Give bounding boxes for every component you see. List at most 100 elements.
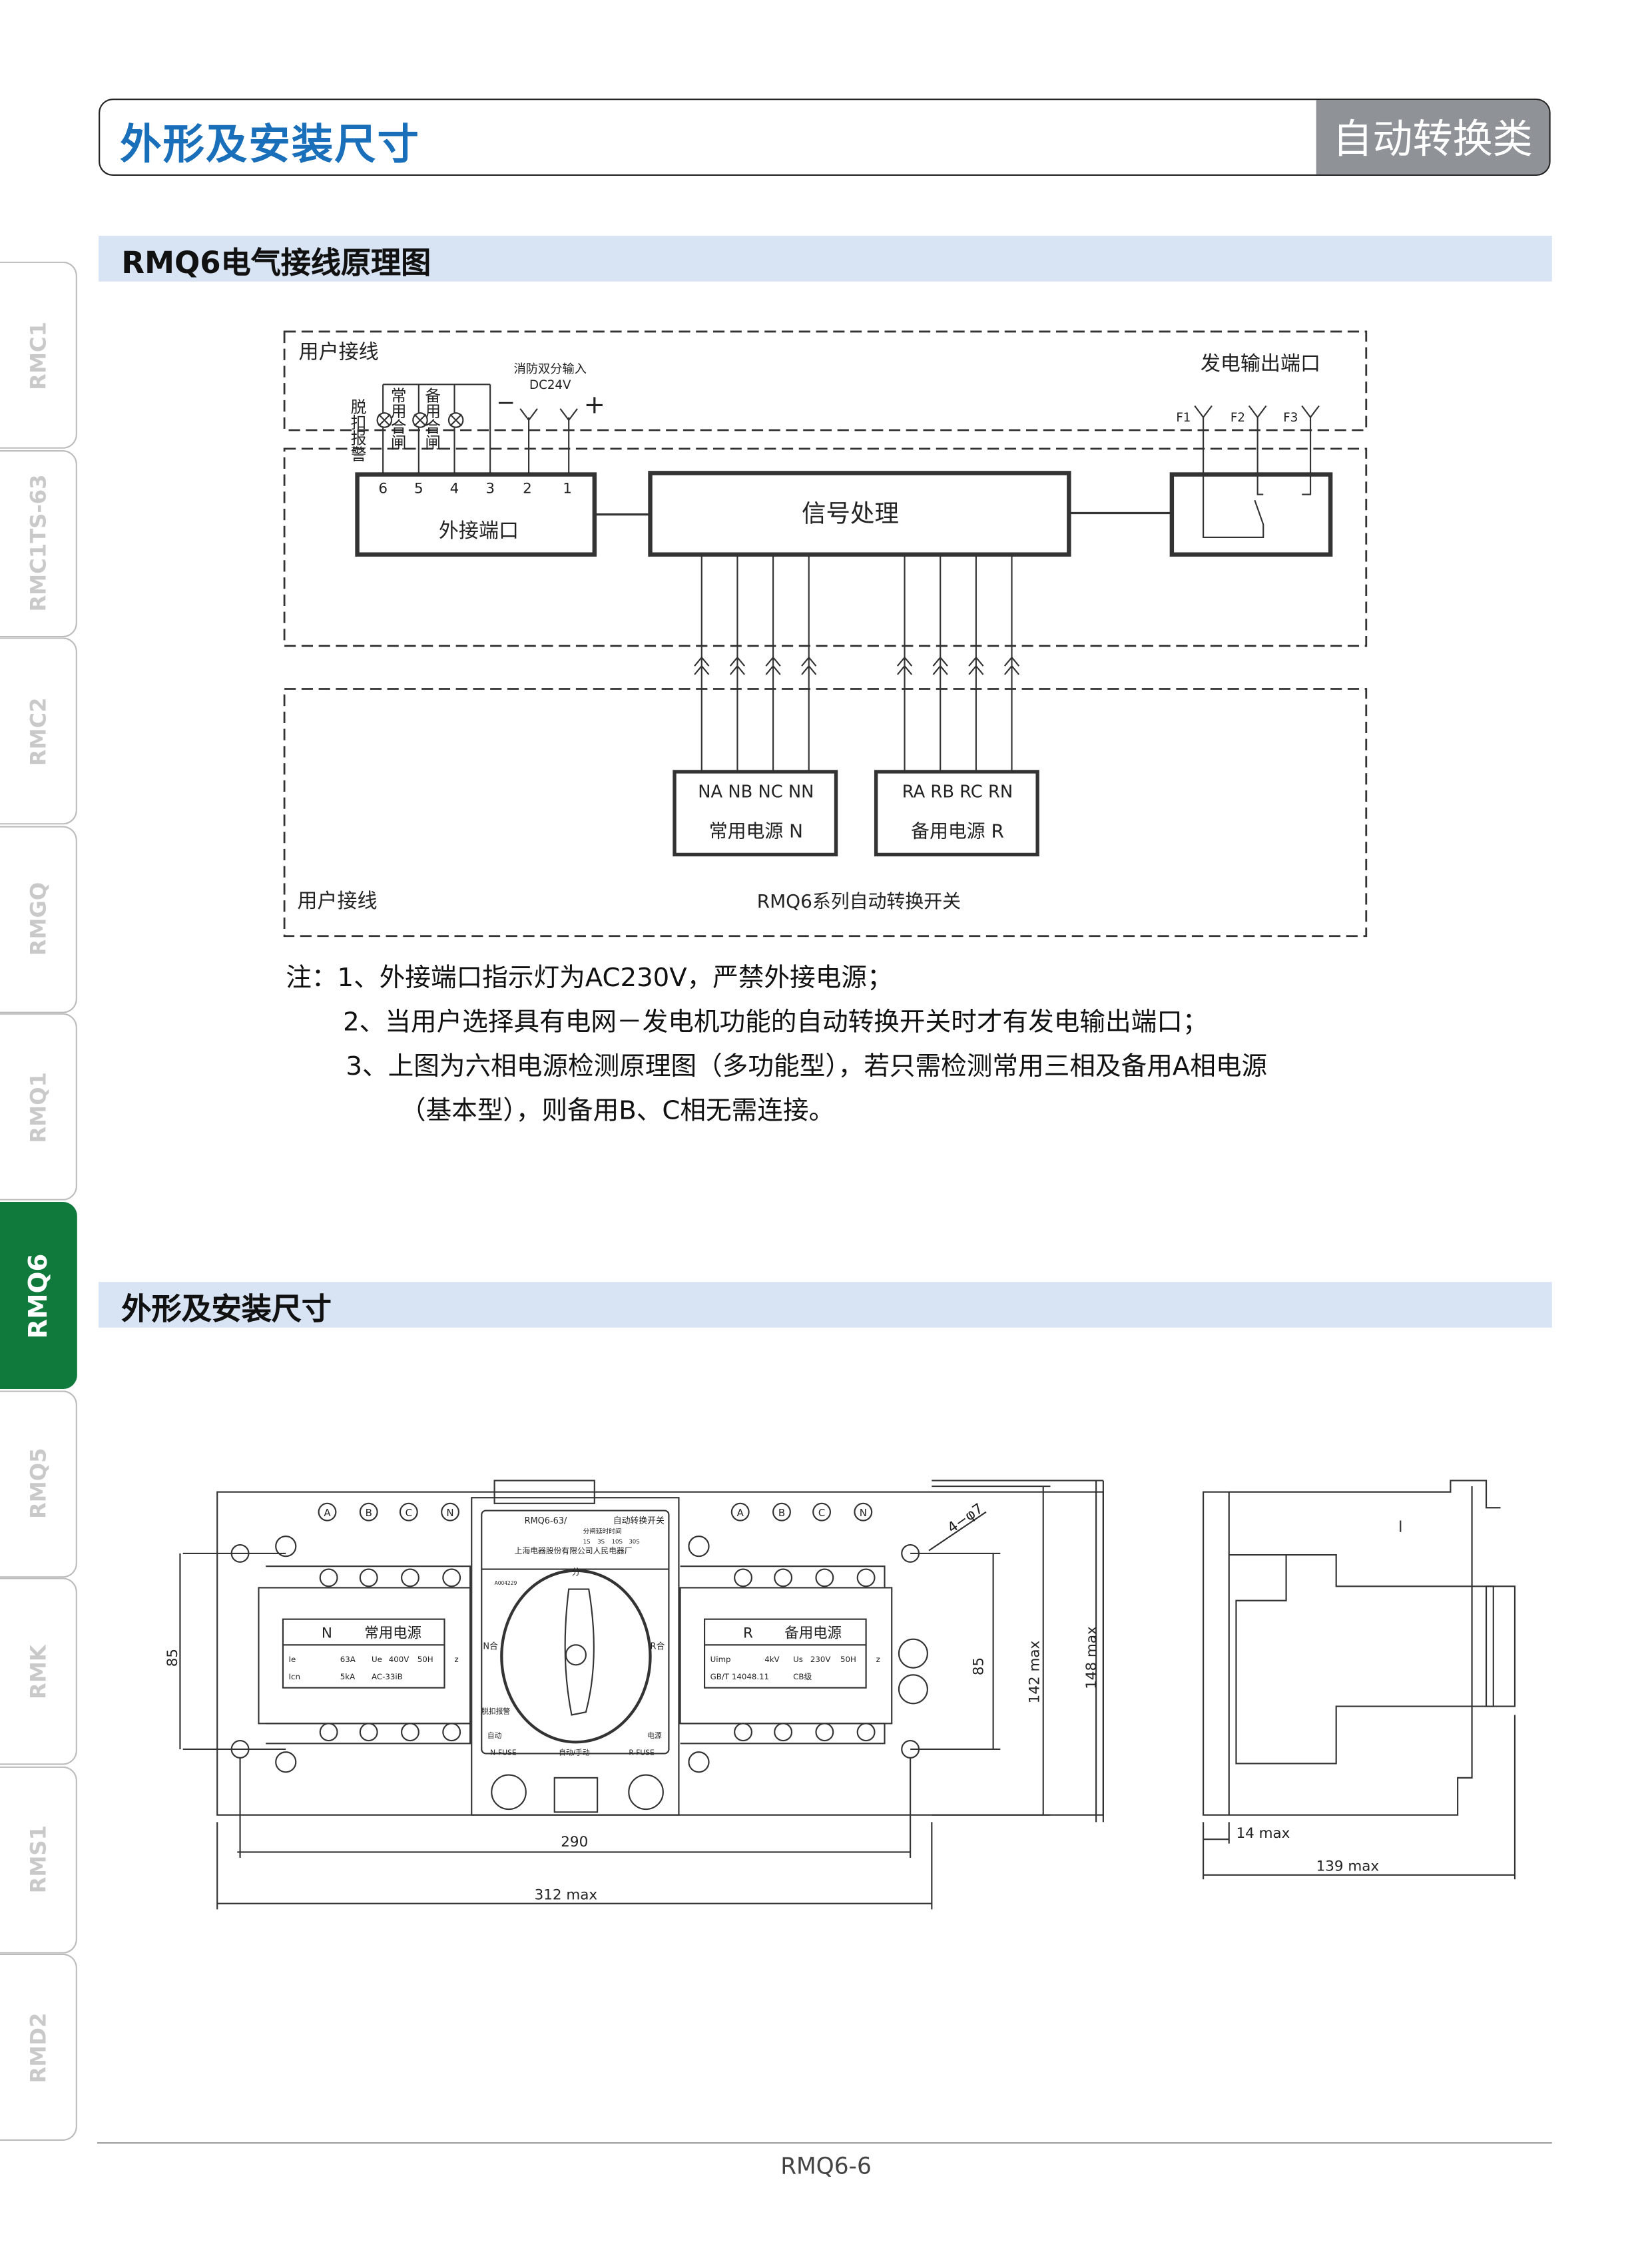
section-title: 外形及安装尺寸 bbox=[121, 1292, 332, 1326]
backup-terminals: RA RB RC RN bbox=[902, 782, 1013, 802]
plate-text: Ue bbox=[372, 1655, 382, 1664]
footer-divider bbox=[97, 2142, 1552, 2144]
fire-input-label: 消防双分输入 bbox=[514, 362, 587, 376]
sidebar-tab-rmq6[interactable]: RMQ6 bbox=[0, 1201, 77, 1390]
plate-text: 63A bbox=[340, 1655, 356, 1664]
dim-85-right: 85 bbox=[971, 1657, 987, 1675]
plate-text: Ie bbox=[289, 1655, 296, 1664]
dim-139: 139 max bbox=[1316, 1858, 1380, 1874]
dim-148: 148 max bbox=[1083, 1626, 1100, 1689]
dim-142: 142 max bbox=[1026, 1641, 1043, 1704]
side-view bbox=[1203, 1480, 1516, 1880]
model-label: RMQ6-63/ bbox=[525, 1516, 567, 1526]
note-2: 2、当用户选择具有电网－发电机功能的自动转换开关时才有发电输出端口； bbox=[343, 1007, 1209, 1038]
series-label: RMQ6系列自动转换开关 bbox=[757, 890, 961, 912]
port-numbers: 6 5 4 3 2 1 bbox=[378, 480, 572, 497]
lamp-label-trip: 脱扣报警 bbox=[348, 399, 367, 462]
port-number: 2 bbox=[523, 480, 532, 497]
sidebar-tab-rmc2[interactable]: RMC2 bbox=[0, 637, 77, 825]
page-header: 外形及安装尺寸 自动转换类 bbox=[99, 99, 1551, 176]
boxes bbox=[355, 405, 1333, 557]
off-label: 分 bbox=[571, 1567, 580, 1577]
sidebar-tab-rmq1[interactable]: RMQ1 bbox=[0, 1013, 77, 1201]
section-header-dimensions: 外形及安装尺寸 bbox=[99, 1282, 1552, 1328]
f1-label: F1 bbox=[1176, 411, 1191, 425]
delay-3s: 3S bbox=[597, 1539, 605, 1545]
plate-text: 400V bbox=[389, 1655, 410, 1664]
sidebar-tab-rmc1ts-63[interactable]: RMC1TS-63 bbox=[0, 449, 77, 637]
delay-10s: 10S bbox=[612, 1539, 623, 1545]
r-on-label: R合 bbox=[651, 1642, 665, 1652]
phase-c: C bbox=[818, 1507, 826, 1519]
sidebar-tab-rmd2[interactable]: RMD2 bbox=[0, 1954, 77, 2141]
plate-text: CB级 bbox=[793, 1672, 812, 1681]
power-label: 电源 bbox=[647, 1731, 662, 1740]
page-title: 外形及安装尺寸 bbox=[120, 120, 421, 169]
port-number: 3 bbox=[485, 480, 495, 497]
section-title: RMQ6电气接线原理图 bbox=[121, 246, 431, 280]
f-labels: F1 F2 F3 bbox=[1176, 411, 1298, 425]
section-header-wiring: RMQ6电气接线原理图 bbox=[99, 236, 1552, 282]
n-on-label: N合 bbox=[483, 1642, 498, 1652]
signal-lines bbox=[673, 554, 1039, 857]
f2-label: F2 bbox=[1231, 411, 1245, 425]
sidebar-tab-rmc1[interactable]: RMC1 bbox=[0, 261, 77, 449]
n-fuse-label: N-FUSE bbox=[490, 1749, 517, 1757]
serial-label: A004229 bbox=[495, 1580, 517, 1586]
dim-85-left: 85 bbox=[164, 1649, 181, 1667]
phase-n: N bbox=[446, 1507, 453, 1519]
dimension-labels: 85 85 290 312 max 142 max 148 max 4−φ7 1… bbox=[164, 1500, 1379, 1903]
note-1: 注：1、外接端口指示灯为AC230V，严禁外接电源； bbox=[286, 963, 893, 993]
dim-14: 14 max bbox=[1236, 1825, 1290, 1842]
note-3: 3、上图为六相电源检测原理图（多功能型），若只需检测常用三相及备用A相电源 bbox=[346, 1051, 1268, 1082]
auto-label: 自动 bbox=[487, 1731, 502, 1740]
plate-text: 230V bbox=[810, 1655, 831, 1664]
dim-holes: 4−φ7 bbox=[944, 1500, 986, 1537]
sidebar-tab-rmgq[interactable]: RMGQ bbox=[0, 826, 77, 1013]
delay-30s: 30S bbox=[629, 1539, 639, 1545]
port-number: 6 bbox=[378, 480, 388, 497]
signal-processing-label: 信号处理 bbox=[802, 499, 899, 527]
trip-label: 脱扣报警 bbox=[481, 1707, 510, 1715]
normal-terminals: NA NB NC NN bbox=[698, 782, 814, 802]
r-plate-letter: R bbox=[743, 1625, 753, 1642]
delay-1s: 1S bbox=[583, 1539, 591, 1545]
dc-label: DC24V bbox=[529, 378, 571, 392]
category-label: 自动转换类 bbox=[1316, 100, 1549, 174]
sidebar-tab-rmq5[interactable]: RMQ5 bbox=[0, 1390, 77, 1577]
port-number: 1 bbox=[563, 480, 572, 497]
note-3-continued: （基本型），则备用B、C相无需连接。 bbox=[400, 1096, 835, 1127]
lamp-labels: 脱扣报警 常用合闸 备用合闸 bbox=[348, 387, 441, 461]
plate-text: 5kA bbox=[340, 1672, 355, 1681]
minus-sign: − bbox=[496, 390, 515, 416]
backup-source-label: 备用电源 R bbox=[911, 820, 1004, 842]
sidebar-tab-rms1[interactable]: RMS1 bbox=[0, 1766, 77, 1954]
page-number: RMQ6-6 bbox=[780, 2152, 872, 2179]
plate-text: GB/T 14048.11 bbox=[710, 1672, 769, 1681]
n-plate-letter: N bbox=[322, 1625, 332, 1642]
phase-a: A bbox=[324, 1507, 331, 1519]
dim-312: 312 max bbox=[535, 1886, 598, 1903]
port-number: 5 bbox=[414, 480, 423, 497]
phase-a: A bbox=[737, 1507, 744, 1519]
plate-text: z bbox=[876, 1655, 880, 1664]
plus-sign: + bbox=[584, 390, 605, 420]
delay-label: 分闸延时时间 bbox=[583, 1528, 622, 1536]
phase-c: C bbox=[406, 1507, 413, 1519]
plate-text: 4kV bbox=[764, 1655, 779, 1664]
f3-label: F3 bbox=[1283, 411, 1298, 425]
ext-port-label: 外接端口 bbox=[439, 519, 519, 543]
user-wiring-label-bottom: 用户接线 bbox=[297, 890, 377, 913]
r-plate-name: 备用电源 bbox=[784, 1625, 842, 1642]
port-number: 4 bbox=[450, 480, 459, 497]
lamp-wiring bbox=[376, 384, 578, 475]
plate-text: Uimp bbox=[710, 1655, 731, 1664]
dashed-frames bbox=[283, 330, 1368, 938]
plate-text: Icn bbox=[289, 1672, 300, 1681]
plate-text: z bbox=[454, 1655, 458, 1664]
dim-290: 290 bbox=[561, 1834, 588, 1850]
sidebar-tab-rmk[interactable]: RMK bbox=[0, 1577, 77, 1765]
phase-b: B bbox=[778, 1507, 785, 1519]
auto-manual-label: 自动/手动 bbox=[559, 1749, 590, 1757]
